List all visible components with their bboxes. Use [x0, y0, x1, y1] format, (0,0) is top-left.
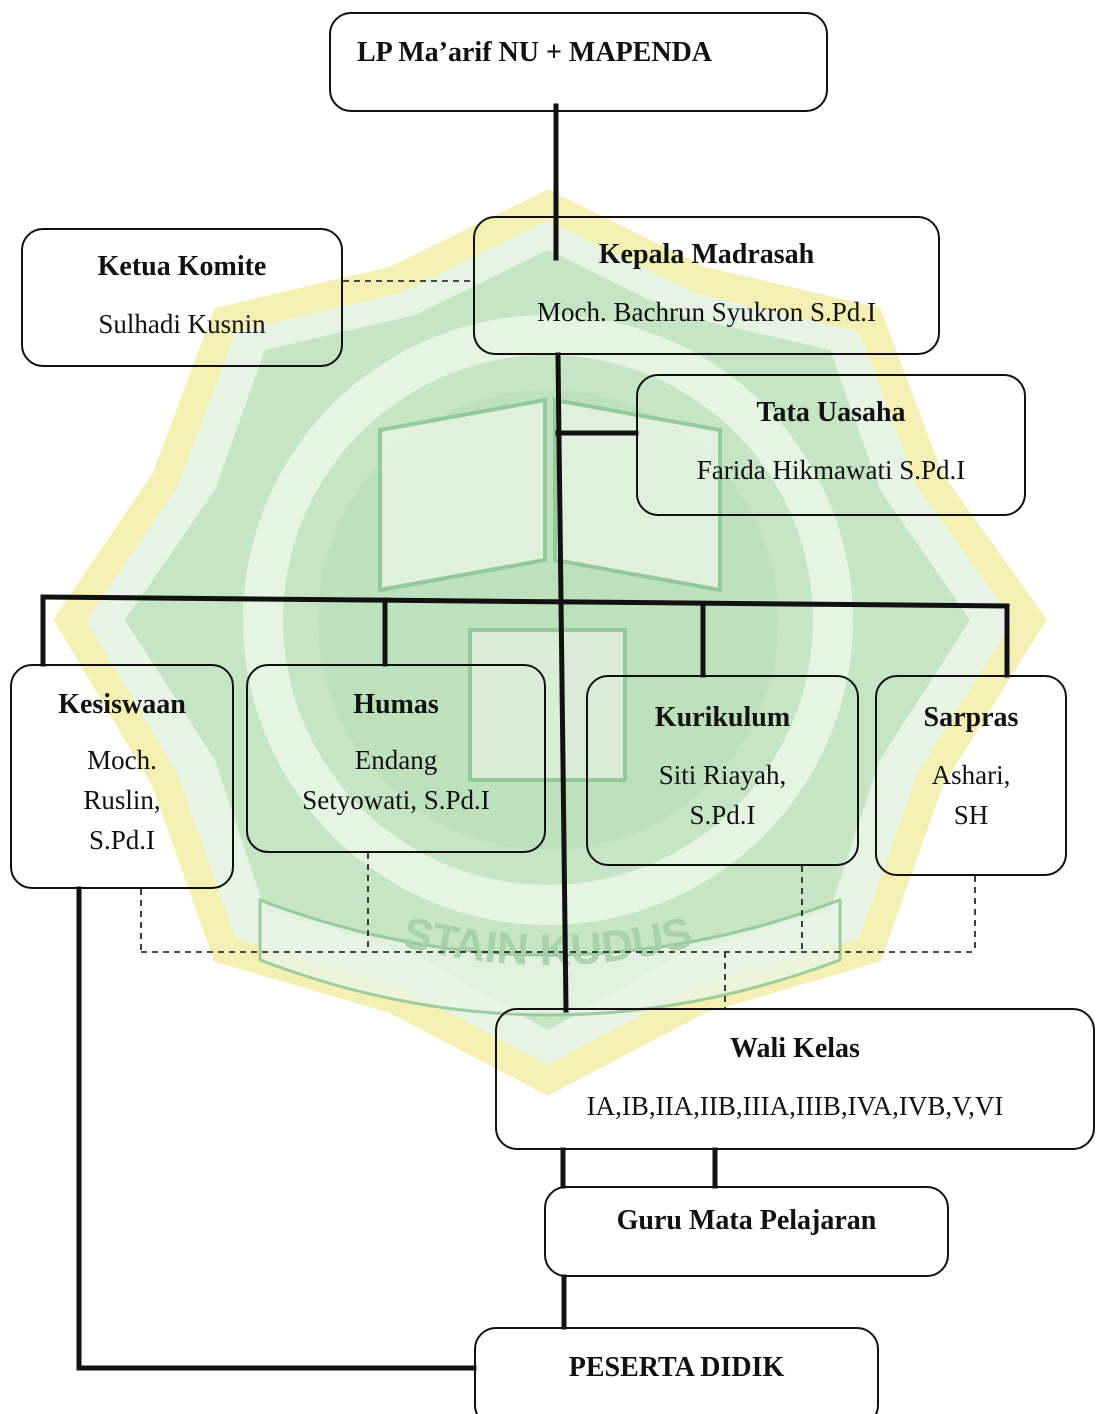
node-guru-title: Guru Mata Pelajaran: [616, 1205, 877, 1236]
node-lp-maarif: LP Ma’arif NU + MAPENDA: [329, 12, 828, 112]
node-guru-mata-pelajaran: Guru Mata Pelajaran: [544, 1186, 949, 1277]
node-humas: Humas Endang Setyowati, S.Pd.I: [246, 664, 546, 853]
node-wali-kelas-title: Wali Kelas: [730, 1033, 860, 1064]
node-kesiswaan-name-line-1: Moch.: [87, 745, 157, 775]
node-wali-kelas: Wali Kelas IA,IB,IIA,IIB,IIIA,IIIB,IVA,I…: [495, 1008, 1095, 1150]
node-ketua-komite-title: Ketua Komite: [97, 251, 267, 282]
watermark-building: [468, 628, 627, 782]
node-sarpras-title: Sarpras: [923, 702, 1019, 733]
node-peserta-title: PESERTA DIDIK: [568, 1352, 785, 1383]
node-humas-title: Humas: [353, 689, 439, 720]
node-lp-maarif-title: LP Ma’arif NU + MAPENDA: [357, 37, 713, 68]
node-sarpras-name-line-1: Ashari,: [931, 760, 1011, 790]
line-horizontal-bar: [40, 594, 1010, 609]
node-sarpras: Sarpras Ashari, SH: [875, 675, 1067, 876]
node-kesiswaan-title: Kesiswaan: [58, 689, 186, 720]
node-kurikulum: Kurikulum Siti Riayah, S.Pd.I: [586, 675, 859, 866]
node-sarpras-name-line-2: SH: [953, 800, 989, 830]
node-humas-name-line-2: Setyowati, S.Pd.I: [302, 785, 490, 815]
watermark-book: [378, 397, 722, 593]
node-peserta-didik: PESERTA DIDIK: [474, 1327, 879, 1414]
line-kepala-wali: [555, 352, 569, 1013]
node-wali-kelas-classes: IA,IB,IIA,IIB,IIIA,IIIB,IVA,IVB,V,VI: [586, 1091, 1004, 1121]
node-humas-name-line-1: Endang: [354, 745, 438, 775]
node-kepala-name: Moch. Bachrun Syukron S.Pd.I: [537, 297, 876, 327]
node-tata-usaha-name: Farida Hikmawati S.Pd.I: [696, 455, 966, 485]
watermark-ring-outer: [243, 315, 853, 925]
node-tata-usaha-title: Tata Uasaha: [756, 397, 906, 428]
node-tata-usaha: Tata Uasaha Farida Hikmawati S.Pd.I: [636, 374, 1026, 516]
node-kurikulum-title: Kurikulum: [654, 702, 791, 733]
line-kesiswaan-peserta: [76, 886, 477, 1371]
watermark-ribbon: [258, 897, 842, 1017]
node-kesiswaan-name-line-3: S.Pd.I: [88, 825, 156, 855]
node-kepala-title: Kepala Madrasah: [598, 239, 815, 270]
node-kepala-madrasah: Kepala Madrasah Moch. Bachrun Syukron S.…: [473, 216, 940, 355]
node-kurikulum-name-line-2: S.Pd.I: [689, 800, 756, 830]
node-kesiswaan: Kesiswaan Moch. Ruslin, S.Pd.I: [10, 664, 234, 889]
node-ketua-komite-name: Sulhadi Kusnin: [98, 309, 266, 339]
node-ketua-komite: Ketua Komite Sulhadi Kusnin: [21, 228, 343, 367]
node-kurikulum-name-line-1: Siti Riayah,: [658, 760, 787, 790]
node-kesiswaan-name-line-2: Ruslin,: [83, 785, 161, 815]
